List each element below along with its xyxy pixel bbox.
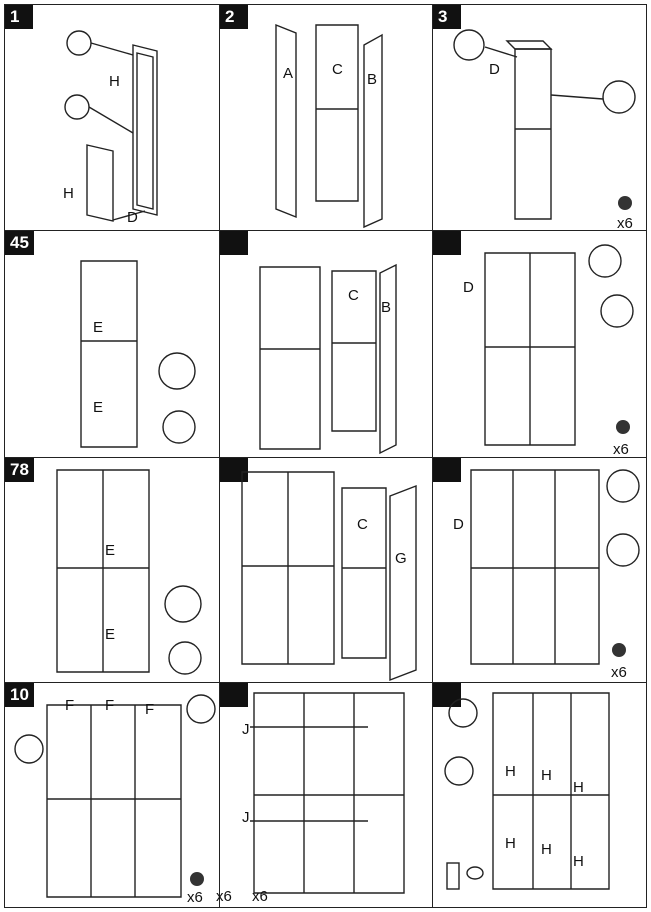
step-number: 78 [5,458,34,482]
part-label-c: C [332,61,343,78]
step-number [220,458,248,482]
step-1-panel: 1 H H D [4,4,222,233]
part-label-d: D [127,209,138,226]
step-number [433,683,461,707]
screw-quantity: x6 [613,441,629,458]
part-label-g: G [395,550,407,567]
step-9-panel: D x6 [432,457,647,685]
part-label-f: F [105,697,115,714]
step-number [433,458,461,482]
shelf-insertion-illustration [80,260,196,448]
part-label-e: E [93,319,104,336]
step-6-panel: D x6 [432,230,647,460]
door-label-h: H [505,763,516,780]
part-label-f: F [145,701,155,718]
door-label-h: H [573,779,584,796]
part-label-d: D [463,279,474,296]
step-number: 45 [5,231,34,255]
doors-install-illustration [444,692,610,890]
door-hinge-illustration [64,30,158,222]
part-label-h: H [109,73,120,90]
part-label-d: D [453,516,464,533]
step-number: 10 [5,683,34,707]
part-label-b: B [381,299,392,316]
part-label-e: E [93,399,104,416]
step-10-panel: 10 F F F x6 [4,682,222,908]
side-panels-illustration [275,23,383,229]
double-frame-illustration [484,244,634,446]
part-label-f: F [65,697,75,714]
third-column-illustration [241,471,417,682]
part-label-e: E [105,626,116,643]
part-label-j: J [242,809,250,826]
step-3-panel: 3 D x6 [432,4,647,233]
part-label-c: C [348,287,359,304]
step-78-panel: 78 E E [4,457,222,685]
door-label-h: H [541,767,552,784]
door-label-h: H [541,841,552,858]
step-45-panel: 45 E E [4,230,222,460]
step-5-panel: C B [219,230,435,460]
top-panel-illustration [14,694,216,898]
second-column-illustration [259,263,397,455]
step-number: 3 [433,5,461,29]
step-number: 2 [220,5,248,29]
footer-quantity: x6 [216,888,232,905]
step-number: 1 [5,5,33,29]
screw-quantity: x6 [187,889,203,906]
step-12-panel: H H H H H H [432,682,647,908]
step-8-panel: C G [219,457,435,685]
part-label-h: H [63,185,74,202]
coat-hooks-illustration [250,692,405,894]
step-number [220,683,248,707]
part-label-a: A [283,65,294,82]
footer-quantity: x6 [252,888,268,905]
part-label-j: J [242,721,250,738]
screw-quantity: x6 [611,664,627,681]
screw-quantity: x6 [617,215,633,232]
part-label-d: D [489,61,500,78]
part-label-c: C [357,516,368,533]
step-11-panel: J J [219,682,435,908]
shelves-double-illustration [56,469,202,675]
step-number [220,231,248,255]
step-2-panel: 2 A C B [219,4,435,233]
part-label-e: E [105,542,116,559]
door-label-h: H [573,853,584,870]
part-label-b: B [367,71,378,88]
frame-assembly-illustration [453,29,636,220]
door-label-h: H [505,835,516,852]
triple-frame-illustration [470,469,640,665]
step-number [433,231,461,255]
